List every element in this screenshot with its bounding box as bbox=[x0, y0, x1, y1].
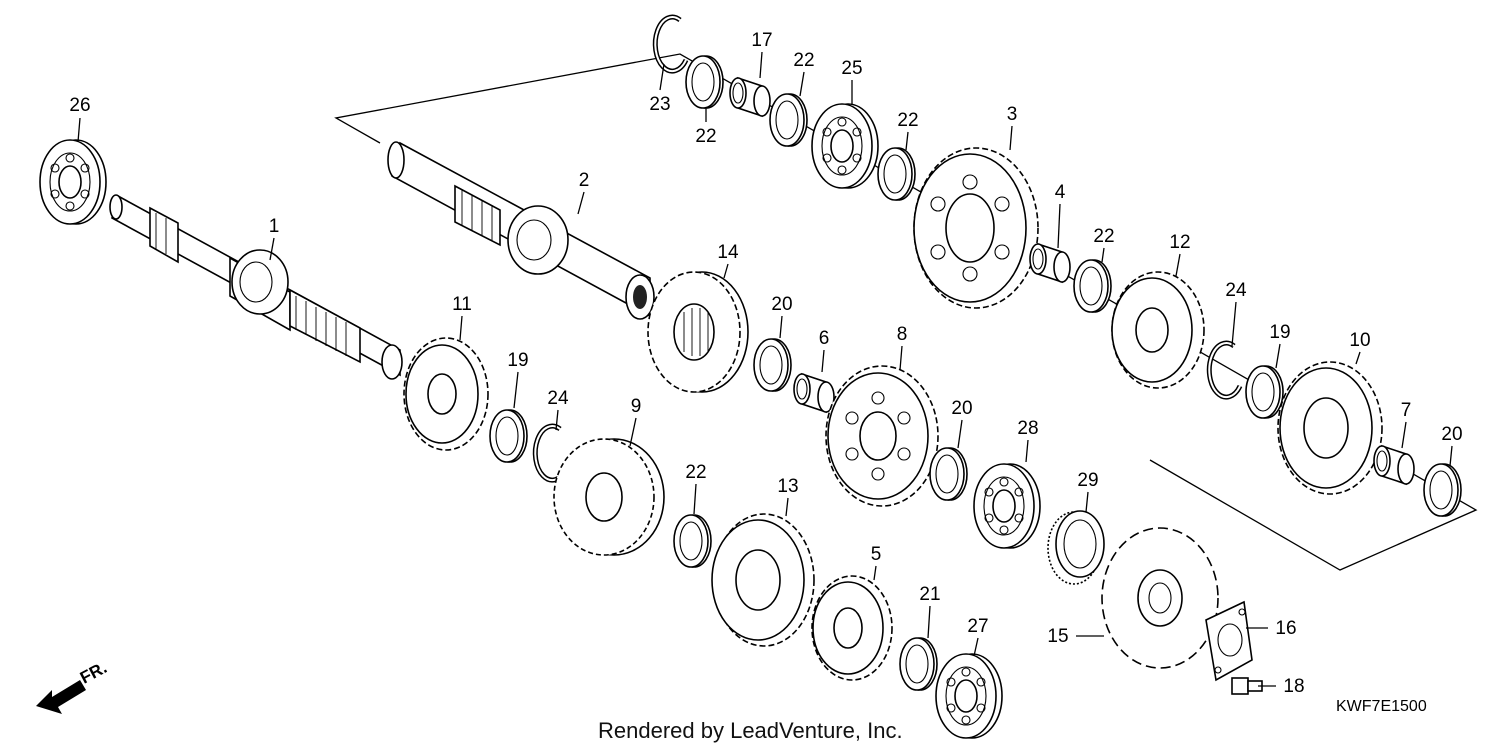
part-3-gear bbox=[913, 147, 1039, 309]
callout-24: 24 bbox=[547, 388, 569, 409]
callout-22: 22 bbox=[897, 110, 918, 131]
part-12-gear bbox=[1111, 271, 1205, 389]
part-17-bushing bbox=[729, 77, 771, 117]
callout-10: 10 bbox=[1349, 330, 1370, 351]
callout-labels: 26 1 2 11 19 24 9 14 20 6 8 22 13 5 21 2… bbox=[69, 30, 1462, 697]
callout-15: 15 bbox=[1047, 626, 1068, 647]
part-26-bearing bbox=[39, 139, 107, 225]
callout-22: 22 bbox=[695, 126, 716, 147]
callout-4: 4 bbox=[1055, 182, 1066, 203]
part-9-gear bbox=[553, 438, 665, 556]
callout-22: 22 bbox=[793, 50, 814, 71]
callout-19: 19 bbox=[507, 350, 528, 371]
part-22-washer-e bbox=[1073, 259, 1112, 313]
callout-28: 28 bbox=[1017, 418, 1038, 439]
callout-20: 20 bbox=[1441, 424, 1462, 445]
callout-8: 8 bbox=[897, 324, 908, 345]
callout-6: 6 bbox=[819, 328, 830, 349]
part-29-oil-seal bbox=[1047, 510, 1105, 585]
part-4-bushing bbox=[1029, 243, 1071, 283]
credit-text: Rendered by LeadVenture, Inc. bbox=[598, 718, 903, 743]
callout-22: 22 bbox=[1093, 226, 1114, 247]
part-22-washer-c bbox=[769, 93, 808, 147]
callout-2: 2 bbox=[579, 170, 590, 191]
part-21-washer bbox=[899, 637, 938, 691]
callout-25: 25 bbox=[841, 58, 862, 79]
part-2-countershaft bbox=[387, 141, 655, 320]
callout-18: 18 bbox=[1283, 676, 1304, 697]
part-7-bushing bbox=[1373, 445, 1415, 485]
callout-9: 9 bbox=[631, 396, 642, 417]
callout-21: 21 bbox=[919, 584, 940, 605]
part-16-fixing-plate bbox=[1205, 600, 1253, 682]
part-5-gear bbox=[811, 575, 893, 681]
part-6-bushing bbox=[793, 373, 835, 413]
front-direction-arrow: FR. bbox=[36, 658, 110, 714]
part-19-washer-b bbox=[1245, 365, 1284, 419]
part-22-washer-b bbox=[685, 55, 724, 109]
part-13-gear bbox=[711, 513, 815, 647]
callout-27: 27 bbox=[967, 616, 988, 637]
part-20-washer-c bbox=[1423, 463, 1462, 517]
part-28-bearing bbox=[973, 463, 1041, 549]
callout-16: 16 bbox=[1275, 618, 1296, 639]
callout-22: 22 bbox=[685, 462, 706, 483]
part-20-washer-a bbox=[753, 338, 792, 392]
part-23-circlip bbox=[655, 17, 686, 71]
callout-14: 14 bbox=[717, 242, 739, 263]
part-25-bearing bbox=[811, 103, 879, 189]
callout-12: 12 bbox=[1169, 232, 1190, 253]
leader-lines bbox=[77, 51, 1453, 687]
part-10-gear bbox=[1277, 361, 1383, 495]
part-19-washer-a bbox=[489, 409, 528, 463]
callout-11: 11 bbox=[452, 294, 472, 315]
callout-17: 17 bbox=[751, 30, 772, 51]
callout-29: 29 bbox=[1077, 470, 1098, 491]
callout-7: 7 bbox=[1401, 400, 1412, 421]
part-18-bolt bbox=[1231, 677, 1263, 695]
front-direction-label: FR. bbox=[77, 658, 110, 688]
callout-19: 19 bbox=[1269, 322, 1290, 343]
part-15-drive-sprocket bbox=[1101, 527, 1219, 669]
callout-5: 5 bbox=[871, 544, 882, 565]
part-14-gear bbox=[647, 271, 749, 393]
callout-24: 24 bbox=[1225, 280, 1247, 301]
callout-26: 26 bbox=[69, 95, 90, 116]
part-27-bearing bbox=[935, 653, 1003, 739]
callout-20: 20 bbox=[951, 398, 972, 419]
callout-1: 1 bbox=[269, 216, 280, 237]
part-8-gear bbox=[825, 365, 939, 507]
callout-13: 13 bbox=[777, 476, 798, 497]
diagram-code: KWF7E1500 bbox=[1336, 698, 1427, 715]
part-24-circlip-b bbox=[1209, 343, 1240, 397]
part-22-washer-a bbox=[673, 514, 712, 568]
callout-23: 23 bbox=[649, 94, 670, 115]
part-1-mainshaft bbox=[109, 194, 403, 380]
part-11-gear bbox=[403, 337, 489, 451]
callout-3: 3 bbox=[1007, 104, 1018, 125]
callout-20: 20 bbox=[771, 294, 792, 315]
part-22-washer-d bbox=[877, 147, 916, 201]
part-20-washer-b bbox=[929, 447, 968, 501]
